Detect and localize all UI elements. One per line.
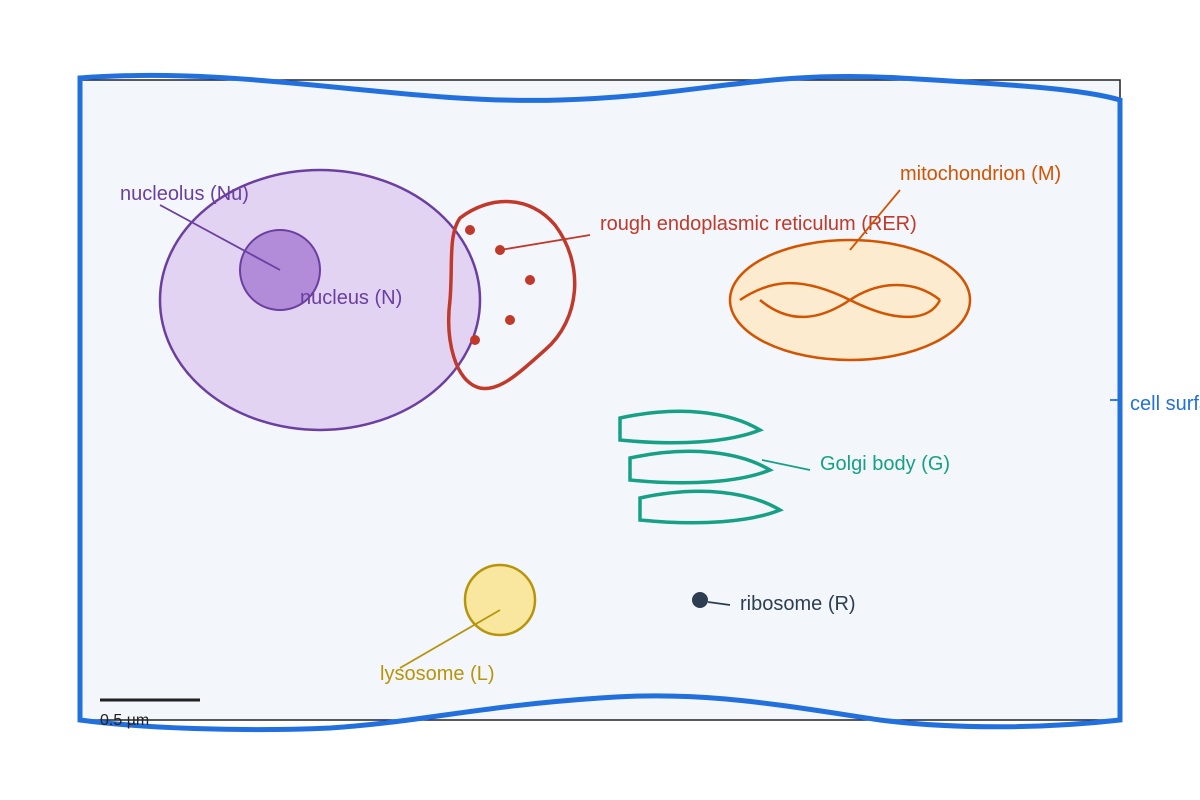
ribosome	[692, 592, 708, 608]
mitochondrion-leader-line	[849, 189, 901, 251]
cell-surface-label: cell surface	[1130, 393, 1200, 415]
rough-endoplasmic-reticulum	[447, 199, 577, 391]
nucleolus-leader-line	[159, 204, 281, 271]
rer-label: rough endoplasmic reticulum (RER)	[600, 213, 917, 235]
scale-bar-label: 0.5 µm	[100, 712, 149, 729]
rer-ribosome-dot	[525, 275, 535, 285]
rer-leader-line	[499, 234, 591, 251]
rer-ribosome-dot	[470, 335, 480, 345]
rer-ribosome-dot	[465, 225, 475, 235]
rer-ribosome-dot	[505, 315, 515, 325]
lysosome-label: lysosome (L)	[380, 663, 494, 685]
lysosome-leader-line	[399, 609, 501, 669]
lysosome	[463, 563, 537, 637]
golgi-cisterna	[638, 489, 784, 525]
nucleus	[158, 168, 482, 432]
golgi-cisterna	[628, 449, 774, 485]
mitochondrion-label: mitochondrion (M)	[900, 163, 1061, 185]
mitochondrion-cristae	[739, 281, 942, 319]
nucleolus-label: nucleolus (Nu)	[120, 183, 249, 205]
ribosome-label: ribosome (R)	[740, 593, 856, 615]
nucleus-label: nucleus (N)	[300, 287, 402, 309]
golgi-leader-line	[761, 459, 811, 471]
golgi-cisterna	[618, 409, 764, 445]
golgi-label: Golgi body (G)	[820, 453, 950, 475]
ribosome-leader-line	[707, 601, 731, 606]
cell-membrane	[77, 72, 1123, 733]
